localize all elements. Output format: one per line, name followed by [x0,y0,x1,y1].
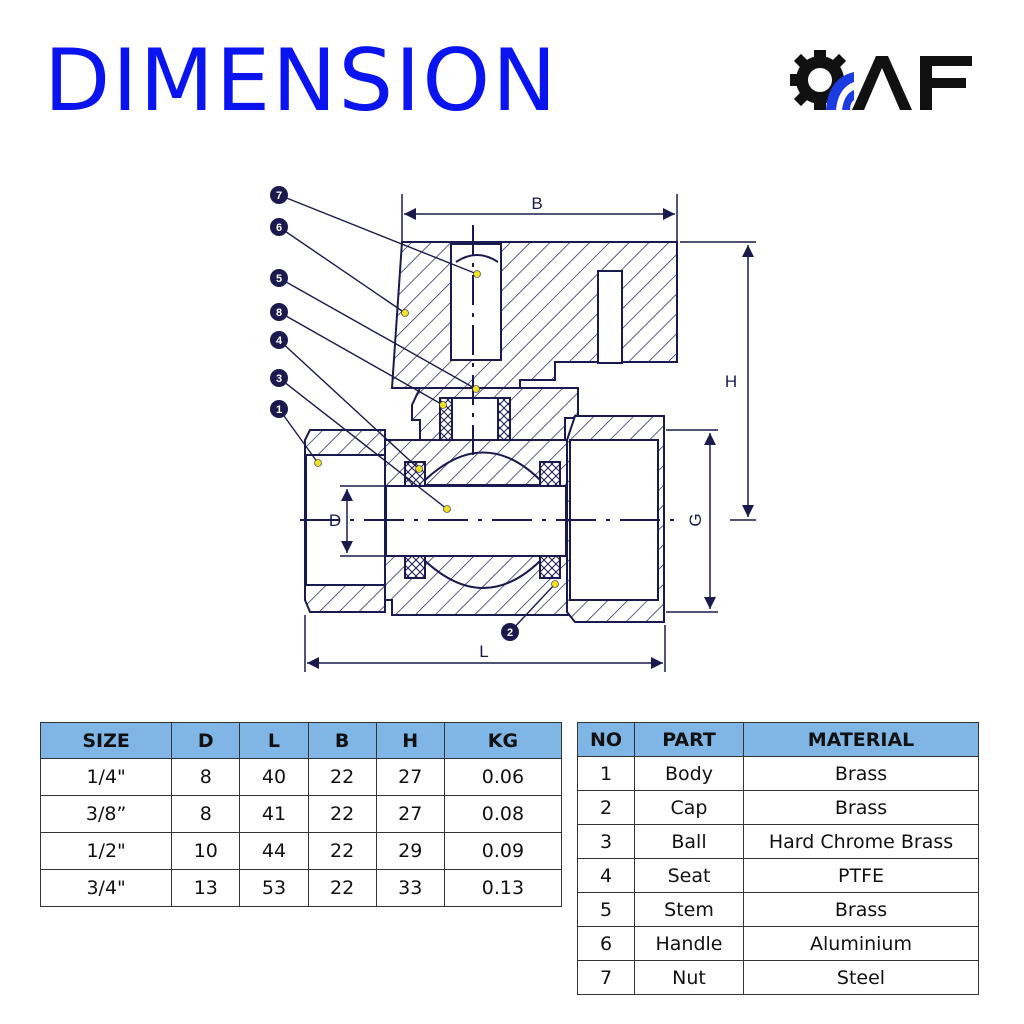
svg-text:6: 6 [276,222,282,234]
header-material: MATERIAL [743,722,979,757]
cell: 0.09 [443,832,563,870]
svg-text:3: 3 [276,373,282,385]
cell: 40 [239,758,309,796]
callout-5: 5 [270,269,288,287]
header-l: L [239,722,309,759]
header-h: H [375,722,445,759]
cell: 3/8” [39,795,173,833]
callout-2: 2 [501,623,519,641]
cell: 5 [577,892,635,927]
table-header-row: SIZE D L B H KG [39,722,563,759]
cell: 4 [577,858,635,893]
header-part: PART [634,722,744,757]
page-title: DIMENSION [44,31,559,131]
svg-text:2: 2 [507,627,513,639]
cell: 1 [577,756,635,791]
cell: Stem [634,892,744,927]
callout-1: 1 [270,400,288,418]
cell: 3/4" [39,869,173,907]
callout-4: 4 [270,331,288,349]
cell: Handle [634,926,744,961]
cell: 33 [375,869,445,907]
header-size: SIZE [39,722,173,759]
cell: 7 [577,960,635,995]
leader-dots [314,270,559,588]
cell: 27 [375,758,445,796]
cell: Aluminium [743,926,979,961]
cell: 2 [577,790,635,825]
svg-text:4: 4 [276,335,283,347]
cell: Cap [634,790,744,825]
svg-text:5: 5 [276,273,282,285]
cell: Steel [743,960,979,995]
gear-logo-icon [790,50,972,110]
dimension-label-b: B [531,194,542,213]
cell: Hard Chrome Brass [743,824,979,859]
cell: 8 [171,795,241,833]
svg-text:7: 7 [276,190,282,202]
cell: 53 [239,869,309,907]
cell: 29 [375,832,445,870]
dimension-label-h: H [725,372,737,391]
dimension-label-d: D [329,511,341,530]
cell: Ball [634,824,744,859]
header-no: NO [577,722,635,757]
cell: 41 [239,795,309,833]
cell: 22 [307,795,377,833]
cell: 8 [171,758,241,796]
cell: 10 [171,832,241,870]
cell: PTFE [743,858,979,893]
svg-text:1: 1 [276,404,282,416]
callout-3: 3 [270,369,288,387]
cell: Seat [634,858,744,893]
cell: Brass [743,892,979,927]
cell: Body [634,756,744,791]
cell: Brass [743,790,979,825]
cell: 22 [307,758,377,796]
cell: 1/4" [39,758,173,796]
cell: 22 [307,869,377,907]
svg-text:8: 8 [276,307,282,319]
table-header-row: NO PART MATERIAL [577,722,979,757]
cell: 22 [307,832,377,870]
header-b: B [307,722,377,759]
cell: 0.06 [443,758,563,796]
callout-7: 7 [270,186,288,204]
cell: 44 [239,832,309,870]
company-logo [790,48,975,117]
callout-6: 6 [270,218,288,236]
cell: 6 [577,926,635,961]
cell: 3 [577,824,635,859]
dimension-label-g: G [686,513,705,526]
cell: 0.13 [443,869,563,907]
cell: 27 [375,795,445,833]
callout-8: 8 [270,303,288,321]
dimension-label-l: L [479,642,488,661]
header-d: D [171,722,241,759]
cell: 13 [171,869,241,907]
cell: Brass [743,756,979,791]
cell: 1/2" [39,832,173,870]
valve-cross-section-drawing: B H G L D 7 6 5 8 4 3 1 2 [270,186,756,672]
cell: Nut [634,960,744,995]
cell: 0.08 [443,795,563,833]
ball [417,451,548,486]
header-kg: KG [443,722,563,759]
